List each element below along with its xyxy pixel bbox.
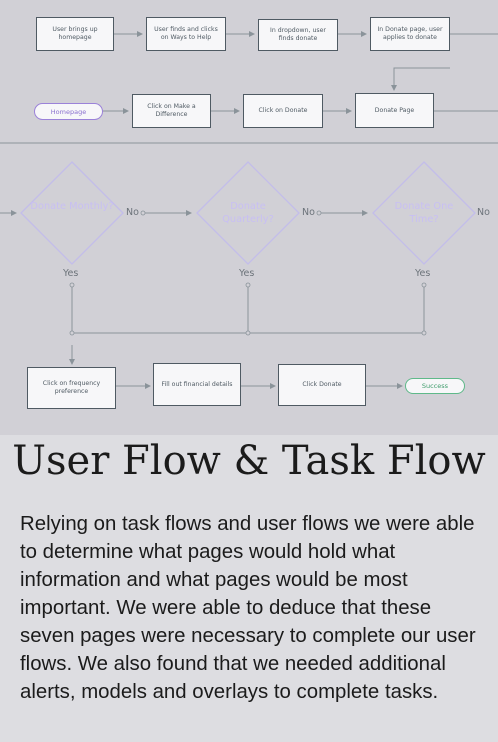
flow-diagram: User brings up homepage User finds and c… <box>0 0 498 435</box>
page-title: User Flow & Task Flow <box>12 438 486 484</box>
node-dot <box>245 330 251 336</box>
yes-label: Yes <box>239 268 255 279</box>
decision-one-time-diamond <box>372 161 476 265</box>
step-click-frequency: Click on frequency preference <box>27 367 116 409</box>
decision-quarterly-label: Donate Quarterly? <box>222 201 274 225</box>
no-label: No <box>126 207 139 218</box>
node-dot <box>140 210 146 216</box>
no-label: No <box>477 207 490 218</box>
node-dot <box>421 330 427 336</box>
node-dot <box>245 282 251 288</box>
step-click-on-donate: Click on Donate <box>243 94 323 128</box>
step-dropdown-finds-donate: In dropdown, user finds donate <box>258 19 338 51</box>
decision-monthly-diamond <box>20 161 124 265</box>
step-donate-page: Donate Page <box>355 93 434 128</box>
decision-monthly-label: Donate Monthly? <box>30 201 114 212</box>
decision-quarterly-diamond <box>196 161 300 265</box>
node-dot <box>69 282 75 288</box>
description-text: Relying on task flows and user flows we … <box>20 513 476 703</box>
step-fill-financial-details: Fill out financial details <box>153 363 241 406</box>
success-end-pill: Success <box>405 378 465 394</box>
step-click-make-difference: Click on Make a Difference <box>132 94 211 128</box>
no-label: No <box>302 207 315 218</box>
caption-panel <box>0 435 498 742</box>
decision-one-time-label: Donate One Time? <box>394 201 454 225</box>
node-dot <box>421 282 427 288</box>
step-user-finds-ways-to-help: User finds and clicks on Ways to Help <box>146 17 226 51</box>
yes-label: Yes <box>415 268 431 279</box>
step-user-brings-homepage: User brings up homepage <box>36 17 114 51</box>
connector-to-donate-page <box>391 67 450 91</box>
step-click-donate-final: Click Donate <box>278 364 366 406</box>
node-dot <box>69 330 75 336</box>
connector-layer <box>0 31 498 389</box>
step-applies-to-donate: In Donate page, user applies to donate <box>370 17 450 51</box>
homepage-start-pill: Homepage <box>34 103 103 120</box>
yes-label: Yes <box>63 268 79 279</box>
node-dot <box>316 210 322 216</box>
